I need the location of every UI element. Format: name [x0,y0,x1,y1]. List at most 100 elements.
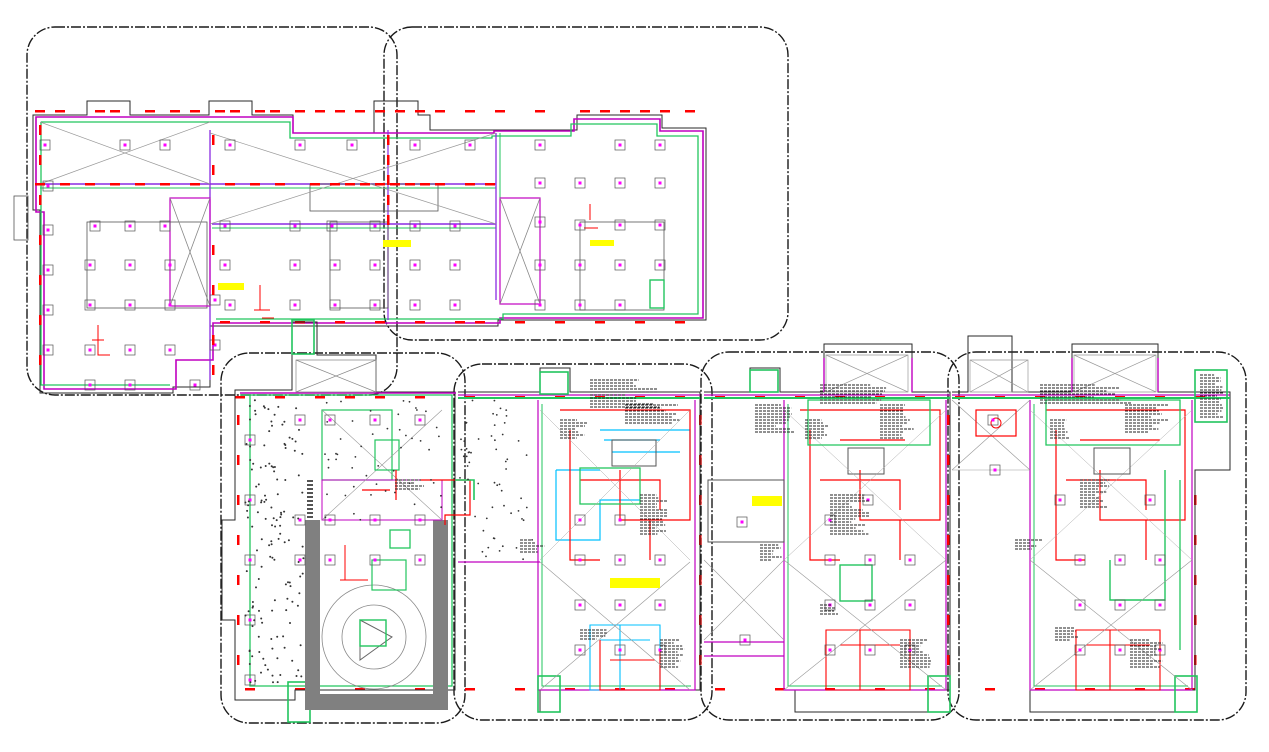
floor-dot [260,499,263,502]
column-outline [904,599,916,611]
floor-dot [251,655,254,658]
floor-dot [402,400,405,402]
column-marker [298,418,302,422]
floor-dot [344,494,347,497]
dimension-tick [110,183,120,186]
floor-dot [324,453,326,455]
dimension-tick [260,321,270,324]
column-marker [1058,498,1062,502]
column-outline [824,554,836,566]
floor-dot [468,461,471,464]
floor-dot [419,440,422,442]
column-marker [538,220,542,224]
floor-dot [283,541,286,544]
dimension-tick [387,195,390,205]
floor-dot [506,458,509,461]
column-marker [578,303,582,307]
dimension-tick [190,183,200,186]
cloud-lower-4 [947,351,1247,721]
dimension-tick [237,495,240,505]
column-marker [128,224,132,228]
dimension-tick [237,615,240,625]
dimension-tick [212,135,215,145]
column-marker [228,303,232,307]
dimension-tick [947,415,950,425]
dimension-tick [375,396,385,399]
column-marker [538,181,542,185]
floor-dot [351,420,354,422]
column-marker [658,648,662,652]
column-outline [739,634,751,646]
floor-dot [505,409,508,411]
floor-dot [494,439,496,442]
column-outline [209,339,221,351]
column-marker [223,224,227,228]
dimension-tick [315,110,325,113]
column-marker [618,143,622,147]
floor-dot [248,663,251,665]
floor-dot [400,446,402,449]
floor-dot [462,455,465,458]
column-outline [42,304,54,316]
floor-dot [359,518,362,521]
column-outline [124,299,136,311]
floor-dot [272,681,274,684]
column-outline [346,139,358,151]
column-marker [1148,498,1152,502]
floor-dot [276,493,279,496]
dimension-tick [275,183,285,186]
dimension-tick [565,688,575,691]
column-outline [614,177,626,189]
floor-dot [438,435,440,438]
floor-dot [283,442,286,445]
dimension-tick [715,688,725,691]
floor-dot [273,599,276,602]
floor-dot [298,592,301,595]
dimension-tick [220,321,230,324]
dimension-tick [95,110,105,113]
column-outline [534,259,546,271]
column-outline [824,644,836,656]
column-outline [864,644,876,656]
column-outline [369,514,381,526]
column-outline [574,177,586,189]
column-outline [449,259,461,271]
dimension-tick [515,321,525,324]
column-marker [248,558,252,562]
column-outline [244,494,256,506]
column-marker [868,558,872,562]
floor-dot [301,572,304,575]
floor-dot [297,517,300,520]
floor-dot [270,420,273,423]
floor-dot [353,512,355,515]
column-outline [534,139,546,151]
dimension-tick [640,110,650,113]
column-outline [42,264,54,276]
dimension-tick [110,110,120,113]
floor-dot [264,465,267,467]
floor-dot [244,614,247,617]
column-outline [574,219,586,231]
dimension-tick [275,396,285,399]
floor-dot [264,517,267,520]
dimension-tick [465,688,475,691]
dimension-tick [35,110,45,113]
floor-dot [257,483,260,486]
floor-dot [268,462,271,465]
column-outline [614,139,626,151]
floor-dot [276,657,279,660]
column-outline [209,294,221,306]
floor-dot [505,468,507,470]
column-marker [578,603,582,607]
column-outline [84,344,96,356]
floor-dot [503,504,505,507]
dimension-tick [295,110,305,113]
column-outline [189,379,201,391]
column-marker [350,143,354,147]
floor-dot [246,516,249,519]
dimension-tick [375,183,385,186]
column-marker [1078,648,1082,652]
cloud-lower-2 [453,363,713,721]
